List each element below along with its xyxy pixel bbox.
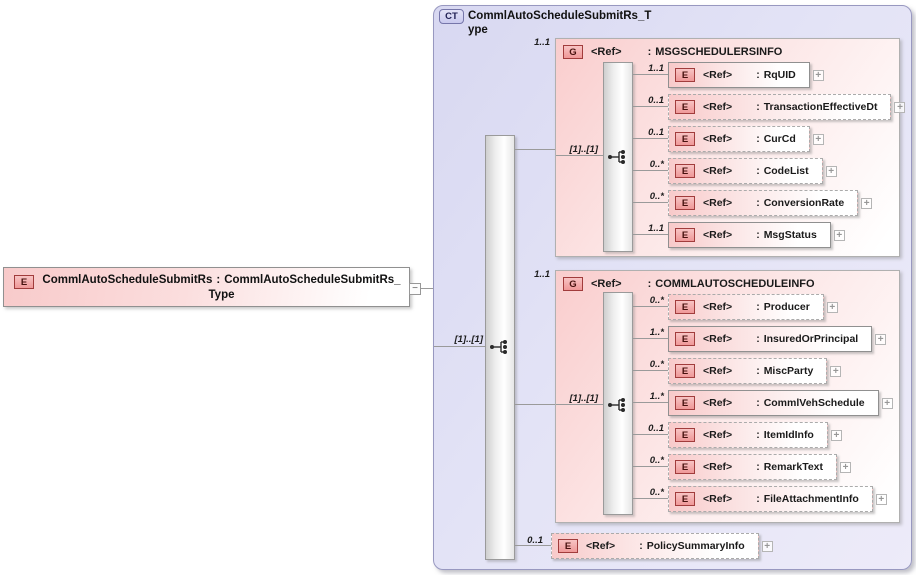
element-node-commlvehschedule[interactable]: E<Ref>:CommlVehSchedule + — [668, 390, 893, 416]
element-badge-icon: E — [675, 300, 695, 314]
cardinality-label: [1]..[1] — [569, 144, 599, 155]
connector-line — [515, 545, 551, 546]
connector-line — [633, 74, 668, 75]
complex-type-title: CommlAutoScheduleSubmitRs_Type — [468, 10, 652, 36]
connector-line — [633, 106, 668, 107]
element-badge-icon: E — [675, 164, 695, 178]
expand-icon[interactable]: + — [825, 165, 837, 177]
connector-line — [633, 234, 668, 235]
element-node-transactioneffectivedt[interactable]: E<Ref>:TransactionEffectiveDt + — [668, 94, 906, 120]
element-node-curcd[interactable]: E<Ref>:CurCd + — [668, 126, 824, 152]
expand-icon[interactable]: + — [875, 333, 887, 345]
expand-icon[interactable]: + — [861, 197, 873, 209]
element-badge-icon: E — [675, 428, 695, 442]
collapse-toggle-icon[interactable]: − — [409, 283, 421, 295]
cardinality-label: 1..* — [649, 391, 664, 402]
cardinality-label: 0..* — [649, 359, 664, 370]
cardinality-label: 0..* — [649, 455, 664, 466]
element-node-msgstatus[interactable]: E<Ref>:MsgStatus + — [668, 222, 845, 248]
cardinality-label: 1..1 — [534, 37, 550, 48]
element-node-policysummaryinfo[interactable]: E<Ref>:PolicySummaryInfo + — [551, 533, 773, 559]
element-badge-icon: E — [558, 539, 578, 553]
element-node-fileattachmentinfo[interactable]: E<Ref>:FileAttachmentInfo + — [668, 486, 887, 512]
sequence-icon — [490, 340, 507, 354]
connector-line — [515, 404, 555, 405]
sequence-compositor-bar — [603, 292, 633, 515]
element-node-rquid[interactable]: E<Ref>:RqUID + — [668, 62, 824, 88]
group-title: G <Ref> : COMMLAUTOSCHEDULEINFO — [563, 277, 815, 291]
expand-icon[interactable]: + — [830, 365, 842, 377]
cardinality-label: 0..* — [649, 295, 664, 306]
expand-icon[interactable]: + — [812, 69, 824, 81]
connector-line — [633, 402, 668, 403]
element-badge-icon: E — [675, 196, 695, 210]
cardinality-label: 0..* — [649, 487, 664, 498]
connector-line — [633, 370, 668, 371]
expand-icon[interactable]: + — [812, 133, 824, 145]
element-badge-icon: E — [675, 460, 695, 474]
element-node-itemidinfo[interactable]: E<Ref>:ItemIdInfo + — [668, 422, 842, 448]
expand-icon[interactable]: + — [826, 301, 838, 313]
connector-line — [515, 149, 555, 150]
connector-line — [633, 434, 668, 435]
connector-line — [421, 288, 433, 289]
cardinality-label: 1..* — [649, 327, 664, 338]
expand-icon[interactable]: + — [761, 540, 773, 552]
cardinality-label: 0..* — [649, 159, 664, 170]
cardinality-label: 0..1 — [648, 95, 664, 106]
element-node-commlautoschedulesubmitrs[interactable]: E CommlAutoScheduleSubmitRs:CommlAutoSch… — [3, 267, 410, 307]
element-badge-icon: E — [675, 228, 695, 242]
element-badge-icon: E — [675, 68, 695, 82]
cardinality-label: [1]..[1] — [454, 334, 484, 345]
cardinality-label: 1..1 — [648, 63, 664, 74]
element-badge-icon: E — [14, 275, 34, 289]
connector-line — [434, 346, 485, 347]
group-badge-icon: G — [563, 45, 583, 59]
group-title: G <Ref> : MSGSCHEDULERSINFO — [563, 45, 782, 59]
element-node-insuredorprincipal[interactable]: E<Ref>:InsuredOrPrincipal + — [668, 326, 887, 352]
element-node-producer[interactable]: E<Ref>:Producer + — [668, 294, 838, 320]
connector-line — [633, 498, 668, 499]
root-element-title: CommlAutoScheduleSubmitRs:CommlAutoSched… — [42, 274, 401, 301]
cardinality-label: 1..1 — [534, 269, 550, 280]
complex-type-badge-icon: CT — [439, 9, 464, 24]
expand-icon[interactable]: + — [833, 229, 845, 241]
element-node-remarktext[interactable]: E<Ref>:RemarkText + — [668, 454, 852, 480]
cardinality-label: [1]..[1] — [569, 393, 599, 404]
connector-line — [633, 202, 668, 203]
cardinality-label: 0..* — [649, 191, 664, 202]
element-badge-icon: E — [675, 492, 695, 506]
connector-line — [633, 466, 668, 467]
expand-icon[interactable]: + — [840, 461, 852, 473]
cardinality-label: 0..1 — [527, 535, 543, 546]
element-badge-icon: E — [675, 364, 695, 378]
connector-line — [633, 306, 668, 307]
element-node-codelist[interactable]: E<Ref>:CodeList + — [668, 158, 837, 184]
element-badge-icon: E — [675, 100, 695, 114]
element-badge-icon: E — [675, 396, 695, 410]
cardinality-label: 0..1 — [648, 127, 664, 138]
expand-icon[interactable]: + — [830, 429, 842, 441]
connector-line — [633, 138, 668, 139]
group-badge-icon: G — [563, 277, 583, 291]
element-badge-icon: E — [675, 132, 695, 146]
element-node-miscparty[interactable]: E<Ref>:MiscParty + — [668, 358, 842, 384]
expand-icon[interactable]: + — [875, 493, 887, 505]
connector-line — [633, 170, 668, 171]
connector-line — [633, 338, 668, 339]
connector-line — [556, 155, 603, 156]
expand-icon[interactable]: + — [894, 101, 906, 113]
expand-icon[interactable]: + — [881, 397, 893, 409]
connector-line — [556, 404, 603, 405]
sequence-icon — [608, 150, 625, 164]
cardinality-label: 0..1 — [648, 423, 664, 434]
sequence-icon — [608, 398, 625, 412]
cardinality-label: 1..1 — [648, 223, 664, 234]
element-node-conversionrate[interactable]: E<Ref>:ConversionRate + — [668, 190, 873, 216]
element-badge-icon: E — [675, 332, 695, 346]
